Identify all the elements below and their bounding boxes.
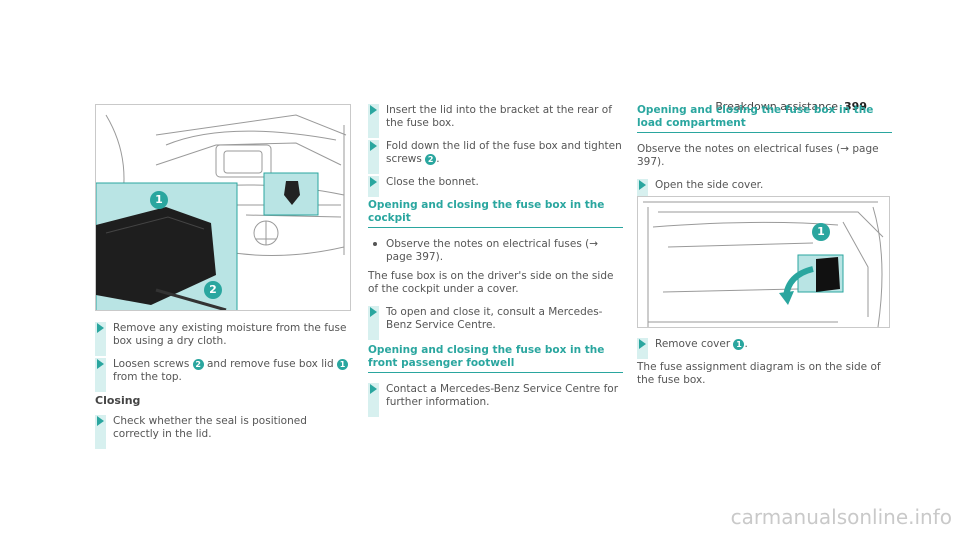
step-insert-lid: Insert the lid into the bracket at the r…: [368, 104, 623, 138]
callout-2: 2: [204, 281, 222, 299]
page-header: Breakdown assistance 399: [715, 100, 867, 113]
arrow-icon: [639, 180, 646, 190]
bullet-electrical-fuses: Observe the notes on electrical fuses (→…: [368, 238, 623, 264]
step-fold-down-lid: Fold down the lid of the fuse box and ti…: [368, 140, 623, 174]
page-number: 399: [844, 100, 867, 113]
marker-2: 2: [425, 154, 437, 165]
arrow-icon: [97, 323, 104, 333]
step-close-bonnet: Close the bonnet.: [368, 176, 623, 197]
arrow-icon: [370, 384, 377, 394]
arrow-icon: [97, 416, 104, 426]
watermark: carmanualsonline.info: [730, 505, 952, 529]
closing-heading: Closing: [95, 394, 141, 407]
marker-1: 1: [337, 359, 349, 370]
load-compartment-illustration: [643, 201, 884, 327]
step-loosen-screws: Loosen screws 2 and remove fuse box lid …: [95, 358, 350, 392]
arrow-icon: [370, 307, 377, 317]
arrow-icon: [370, 177, 377, 187]
callout-1: 1: [812, 223, 830, 241]
step-remove-moisture: Remove any existing moisture from the fu…: [95, 322, 350, 356]
engine-compartment-figure: 1 2: [95, 104, 351, 311]
cockpit-fuse-box-location: The fuse box is on the driver's side on …: [368, 270, 614, 295]
column-2: Insert the lid into the bracket at the r…: [368, 104, 623, 419]
arrow-icon: [97, 359, 104, 369]
step-open-side-cover: Open the side cover.: [637, 179, 892, 200]
section-heading-load-compartment: Opening and closing the fuse box in the …: [637, 104, 892, 133]
arrow-icon: [370, 105, 377, 115]
fuse-assignment-note: The fuse assignment diagram is on the si…: [637, 361, 881, 386]
step-contact-service-centre: Contact a Mercedes-Benz Service Centre f…: [368, 383, 623, 417]
column-3-bottom: Remove cover 1. The fuse assignment diag…: [637, 338, 892, 397]
step-check-seal: Check whether the seal is positioned cor…: [95, 415, 350, 449]
column-3-top: Opening and closing the fuse box in the …: [637, 104, 892, 202]
bullet-dot: [373, 242, 377, 246]
step-remove-cover: Remove cover 1.: [637, 338, 892, 359]
section-heading-cockpit: Opening and closing the fuse box in the …: [368, 199, 623, 228]
arrow-icon: [639, 339, 646, 349]
load-compartment-figure: 1: [637, 196, 890, 328]
engine-compartment-illustration: [96, 114, 347, 310]
header-title: Breakdown assistance: [715, 100, 839, 113]
step-consult-service-centre: To open and close it, consult a Mercedes…: [368, 306, 623, 340]
callout-1: 1: [150, 191, 168, 209]
arrow-icon: [370, 141, 377, 151]
section-heading-footwell: Opening and closing the fuse box in the …: [368, 344, 623, 373]
column-1: Remove any existing moisture from the fu…: [95, 322, 350, 451]
marker-1: 1: [733, 339, 745, 350]
load-compartment-note: Observe the notes on electrical fuses (→…: [637, 143, 879, 168]
marker-2: 2: [192, 359, 204, 370]
